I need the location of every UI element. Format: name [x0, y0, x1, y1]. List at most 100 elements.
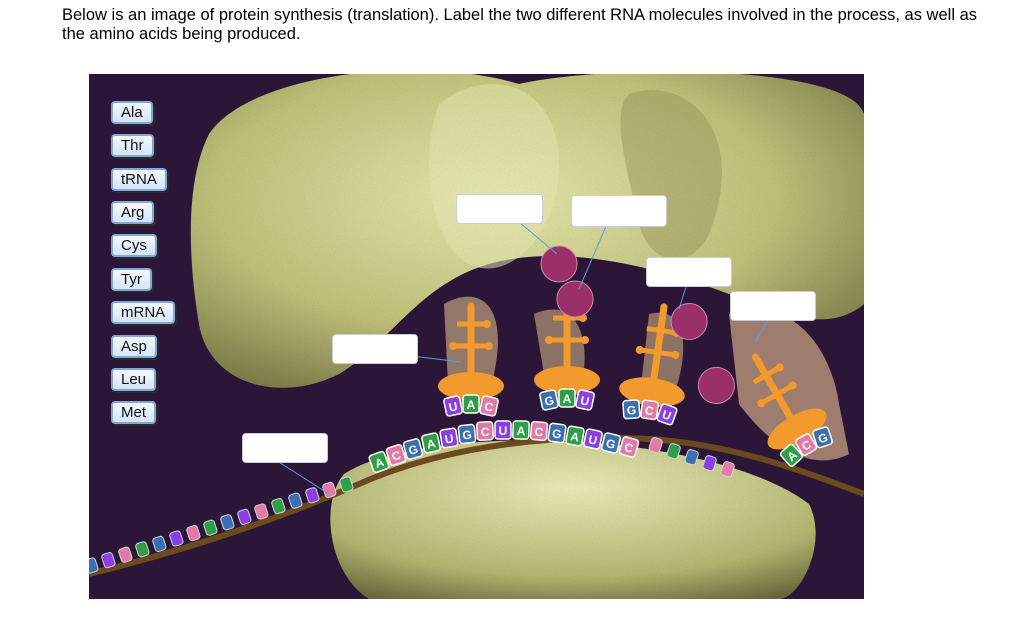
mrna-codon-base: A: [512, 420, 530, 440]
drop-target-amino-acid-3[interactable]: [646, 257, 732, 287]
mrna-tail-base: [648, 437, 663, 454]
label-chip-leu[interactable]: Leu: [111, 368, 157, 391]
mrna-codon-letter: U: [587, 432, 598, 447]
mrna-codon-base: C: [529, 420, 549, 442]
drop-target-amino-acid-4[interactable]: [730, 291, 816, 321]
mrna-tail-base: [220, 514, 235, 531]
mrna-codon-letter: U: [499, 424, 508, 438]
mrna-tail-base: [720, 461, 735, 478]
mrna-tail-base: [89, 557, 99, 574]
mrna-bases-tail: [89, 437, 735, 574]
label-chip-asp[interactable]: Asp: [111, 335, 157, 358]
mrna-codon-base: C: [475, 420, 495, 442]
label-chip-met[interactable]: Met: [111, 401, 157, 424]
drop-target-amino-acid-2[interactable]: [571, 195, 667, 227]
amino-acid: [670, 302, 708, 340]
mrna-tail-base: [169, 530, 184, 547]
trna-anticodon-base: A: [462, 394, 480, 414]
connector-line: [678, 283, 688, 310]
mrna-strand: [89, 434, 864, 577]
label-chip-arg[interactable]: Arg: [111, 201, 155, 224]
mrna-tail-base: [339, 476, 354, 493]
mrna-tail-base: [152, 535, 167, 552]
mrna-codon-letter: U: [444, 431, 455, 446]
mrna-tail-base: [237, 508, 252, 525]
mrna-codon-base: A: [565, 425, 585, 447]
drop-target-mrna[interactable]: [242, 433, 328, 463]
mrna-codon-base: G: [547, 422, 567, 444]
mrna-tail-base: [322, 481, 337, 498]
trna-anticodon-loop: [767, 408, 827, 450]
mrna-codon-letter: C: [480, 425, 490, 439]
mrna-codon-base: G: [402, 438, 424, 460]
mrna-codon-base: U: [439, 427, 459, 449]
label-chip-tyr[interactable]: Tyr: [111, 268, 152, 291]
trna-anticodon-base: C: [639, 399, 660, 421]
trna-anticodon-base: G: [622, 399, 641, 420]
mrna-tail-base: [305, 487, 320, 504]
trna-anticodon-base: U: [443, 395, 463, 417]
mrna-tail-base: [271, 498, 286, 515]
mrna-codon-base: U: [583, 428, 603, 450]
trna-anticodon-base: G: [812, 426, 833, 449]
mrna-codon-letter: C: [623, 440, 636, 456]
mrna-codon-base: G: [600, 432, 622, 454]
trna-anticodon-letter: A: [563, 392, 572, 406]
trna-anticodon-letter: A: [467, 398, 476, 412]
connector-line: [518, 221, 558, 255]
mrna-codon-base: G: [457, 423, 477, 445]
mrna-codon-letter: G: [462, 428, 473, 443]
mrna-codon-letter: A: [426, 436, 438, 452]
drop-target-amino-acid-1[interactable]: [456, 194, 543, 224]
trna-anticodon-base: A: [779, 443, 803, 467]
mrna-codon-letter: G: [551, 426, 562, 441]
trna-anticodon-base: A: [558, 388, 576, 408]
mrna-codon-base: C: [618, 436, 640, 458]
amino-acid: [556, 280, 594, 318]
mrna-codon-base: C: [385, 443, 407, 467]
trna-anticodon-base: G: [539, 389, 559, 411]
trna-anticodon-loop: [438, 372, 504, 400]
trna-anticodon-letter: G: [626, 403, 636, 418]
mrna-codon-base: A: [421, 432, 441, 454]
label-chip-mrna[interactable]: mRNA: [111, 301, 176, 324]
mrna-codon-letter: A: [516, 424, 525, 438]
trna-anticodon-base: U: [575, 389, 595, 411]
ribosome-small-subunit: [330, 440, 816, 599]
trna-anticodon-base: U: [656, 403, 678, 426]
mrna-tail-base: [135, 541, 150, 558]
trna-anticodon-base: C: [794, 433, 818, 457]
mrna-tail-base: [666, 443, 681, 460]
question-prompt: Below is an image of protein synthesis (…: [62, 6, 977, 43]
mrna-codon-letter: C: [534, 425, 544, 440]
trna-anticodon-loop: [534, 366, 600, 394]
trna-anticodon-letter: C: [483, 399, 495, 415]
mrna-tail-base: [118, 546, 133, 563]
drop-target-trna[interactable]: [332, 334, 418, 364]
trna-anticodon-letter: G: [543, 393, 555, 409]
connector-line: [754, 318, 770, 343]
mrna-tail-base: [186, 525, 201, 542]
mrna-tail-base: [684, 449, 699, 466]
mrna-codon-letter: G: [605, 436, 617, 452]
amino-acid: [697, 366, 735, 404]
trna-anticodon-letter: G: [816, 430, 829, 446]
label-chip-thr[interactable]: Thr: [111, 134, 154, 157]
trna-anticodon-base: C: [479, 395, 499, 417]
connector-line: [578, 223, 608, 290]
label-chip-ala[interactable]: Ala: [111, 101, 153, 124]
label-chip-cys[interactable]: Cys: [111, 234, 157, 257]
mrna-tail-base: [101, 552, 116, 569]
trna-anticodon-letter: U: [579, 393, 590, 408]
mrna-codon-base: A: [368, 450, 390, 474]
amino-acid: [540, 245, 578, 283]
label-chip-trna[interactable]: tRNA: [111, 168, 167, 191]
mrna-codon-base: U: [494, 420, 512, 440]
mrna-codon-letter: A: [569, 429, 580, 444]
